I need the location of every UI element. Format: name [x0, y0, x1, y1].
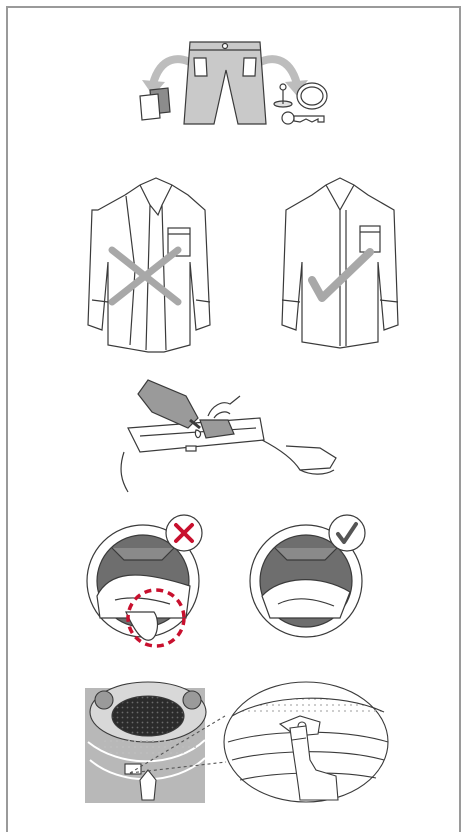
empty-pockets-illustration [140, 42, 327, 124]
key-icon [282, 112, 324, 124]
open-shirt-icon [88, 178, 210, 352]
keep-laundry-inside-illustration [87, 515, 365, 646]
check-seal-illustration [85, 682, 388, 803]
red-cross-badge-icon [166, 515, 202, 551]
trousers-icon [184, 42, 266, 124]
pin-icon [274, 84, 292, 107]
handkerchief-icon [140, 88, 170, 120]
closed-shirt-icon [282, 178, 398, 348]
machine-photo-icon [85, 682, 206, 803]
check-badge-icon [329, 515, 365, 551]
coin-icon [297, 83, 327, 109]
close-shirt-illustration [88, 178, 398, 352]
pretreat-stains-illustration [121, 380, 336, 492]
